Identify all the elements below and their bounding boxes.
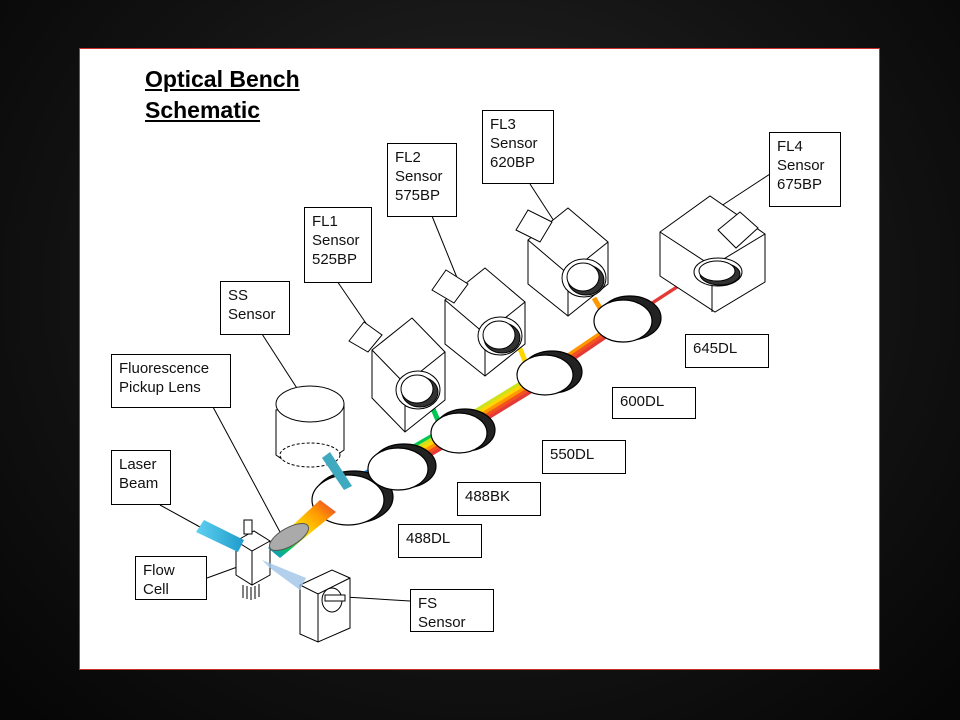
label-filter-645dl: 645DL xyxy=(685,334,769,368)
fl1-sensor-housing xyxy=(348,317,446,433)
sensor-housings xyxy=(235,195,766,643)
filter-645dl xyxy=(593,299,653,343)
forward-scatter-beam xyxy=(262,560,306,590)
label-filter-550dl: 550DL xyxy=(542,440,626,474)
label-filter-488bk: 488BK xyxy=(457,482,541,516)
filter-600dl xyxy=(516,354,574,396)
page-title: Optical Bench Schematic xyxy=(145,66,300,123)
ss-sensor-housing xyxy=(275,385,345,468)
flow-cell-body xyxy=(235,519,271,600)
ss-beam xyxy=(322,452,352,490)
fl3-sensor-housing xyxy=(515,207,609,317)
fs-sensor-housing xyxy=(299,569,351,643)
fl4-sensor-housing xyxy=(659,195,766,313)
filters xyxy=(311,295,662,526)
filter-550dl xyxy=(430,412,488,454)
label-filter-600dl: 600DL xyxy=(612,387,696,419)
pickup-lens xyxy=(268,523,310,551)
laser-beam xyxy=(196,520,244,552)
label-filter-488dl: 488DL xyxy=(398,524,482,558)
filter-488bk xyxy=(367,447,429,491)
fl2-sensor-housing xyxy=(431,267,526,377)
